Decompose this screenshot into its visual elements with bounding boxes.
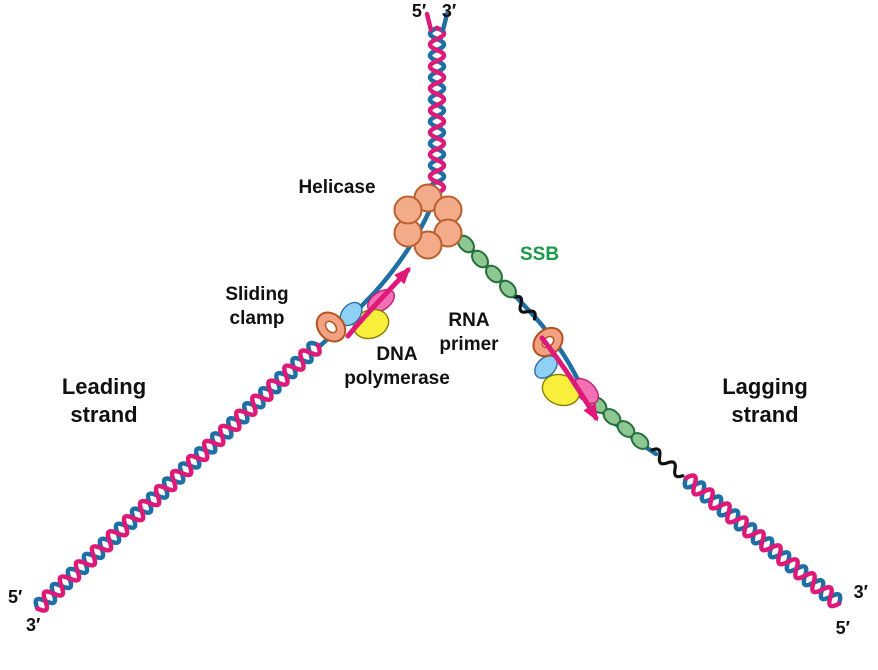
leading-synthesis-arrow (345, 267, 411, 339)
lagging-synthesis-arrow (539, 335, 599, 422)
sliding-clamp-leading (315, 311, 347, 343)
leading-strand-label-line1: Leading (62, 374, 146, 399)
top-tail-blue (440, 11, 450, 33)
parental-duplex-helix (427, 25, 447, 196)
dna-polymerase-label-line2: polymerase (344, 368, 450, 389)
bottom-left-3-prime-label: 3′ (26, 615, 40, 635)
rna-primer-label-line1: RNA (448, 310, 489, 331)
top-tail-pink (424, 11, 434, 33)
helicase-subunit (393, 195, 423, 225)
lagging-strand-helix (682, 473, 843, 609)
sliding-clamp-label-line2: clamp (230, 308, 285, 329)
lagging-strand-pink (683, 473, 842, 609)
bottom-right-3-prime-label: 3′ (854, 582, 868, 602)
rna-primer-label-line2: primer (439, 334, 499, 355)
rna-primer-squiggle-1 (512, 294, 537, 321)
dna-polymerase-lagging (534, 355, 600, 407)
bottom-right-5-prime-label: 5′ (836, 618, 850, 638)
ssb-protein (471, 249, 489, 269)
leading-strand-label-line2: strand (70, 402, 137, 427)
sliding-clamp-label-line1: Sliding (225, 284, 288, 305)
ssb-protein (630, 432, 650, 450)
top-3-prime-label: 3′ (442, 1, 456, 21)
ssb-cluster-upper (457, 234, 517, 299)
helicase-complex (393, 183, 463, 260)
polymerase-yellow-domain (541, 373, 581, 407)
lagging-strand-label-line2: strand (731, 402, 798, 427)
parental-strand-blue (427, 25, 447, 196)
leading-strand-helix (33, 340, 322, 613)
dna-polymerase-label-line1: DNA (376, 344, 417, 365)
parental-strand-pink (427, 25, 447, 196)
ssb-protein (499, 279, 517, 299)
clamp-hole (324, 320, 338, 334)
top-5-prime-label: 5′ (412, 1, 426, 21)
leading-strand-pink (35, 342, 322, 613)
ssb-protein (485, 264, 503, 284)
ssb-label: SSB (520, 244, 559, 265)
helicase-label: Helicase (298, 177, 375, 198)
lagging-strand-label-line1: Lagging (722, 374, 808, 399)
rna-primer-squiggle-2 (650, 447, 685, 479)
bottom-left-5-prime-label: 5′ (8, 587, 22, 607)
